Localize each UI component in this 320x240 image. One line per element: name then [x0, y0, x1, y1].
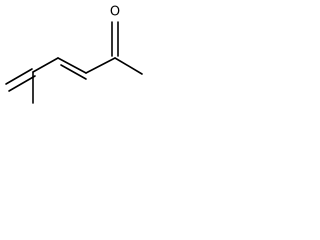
structure-canvas: O: [0, 0, 182, 112]
bond-c2-c3: [32, 57, 59, 73]
bond-c4-c5: [85, 57, 116, 74]
bond-c5-c6: [114, 57, 143, 75]
molecule-drawing: O: [5, 5, 143, 104]
bond-c1-c2-b: [8, 75, 36, 92]
atom-label-oxygen: O: [110, 5, 120, 20]
bond-c1-c2-a: [5, 68, 33, 85]
bond-c3-c4-b: [60, 64, 87, 80]
bond-c3-c4-a: [57, 57, 87, 74]
